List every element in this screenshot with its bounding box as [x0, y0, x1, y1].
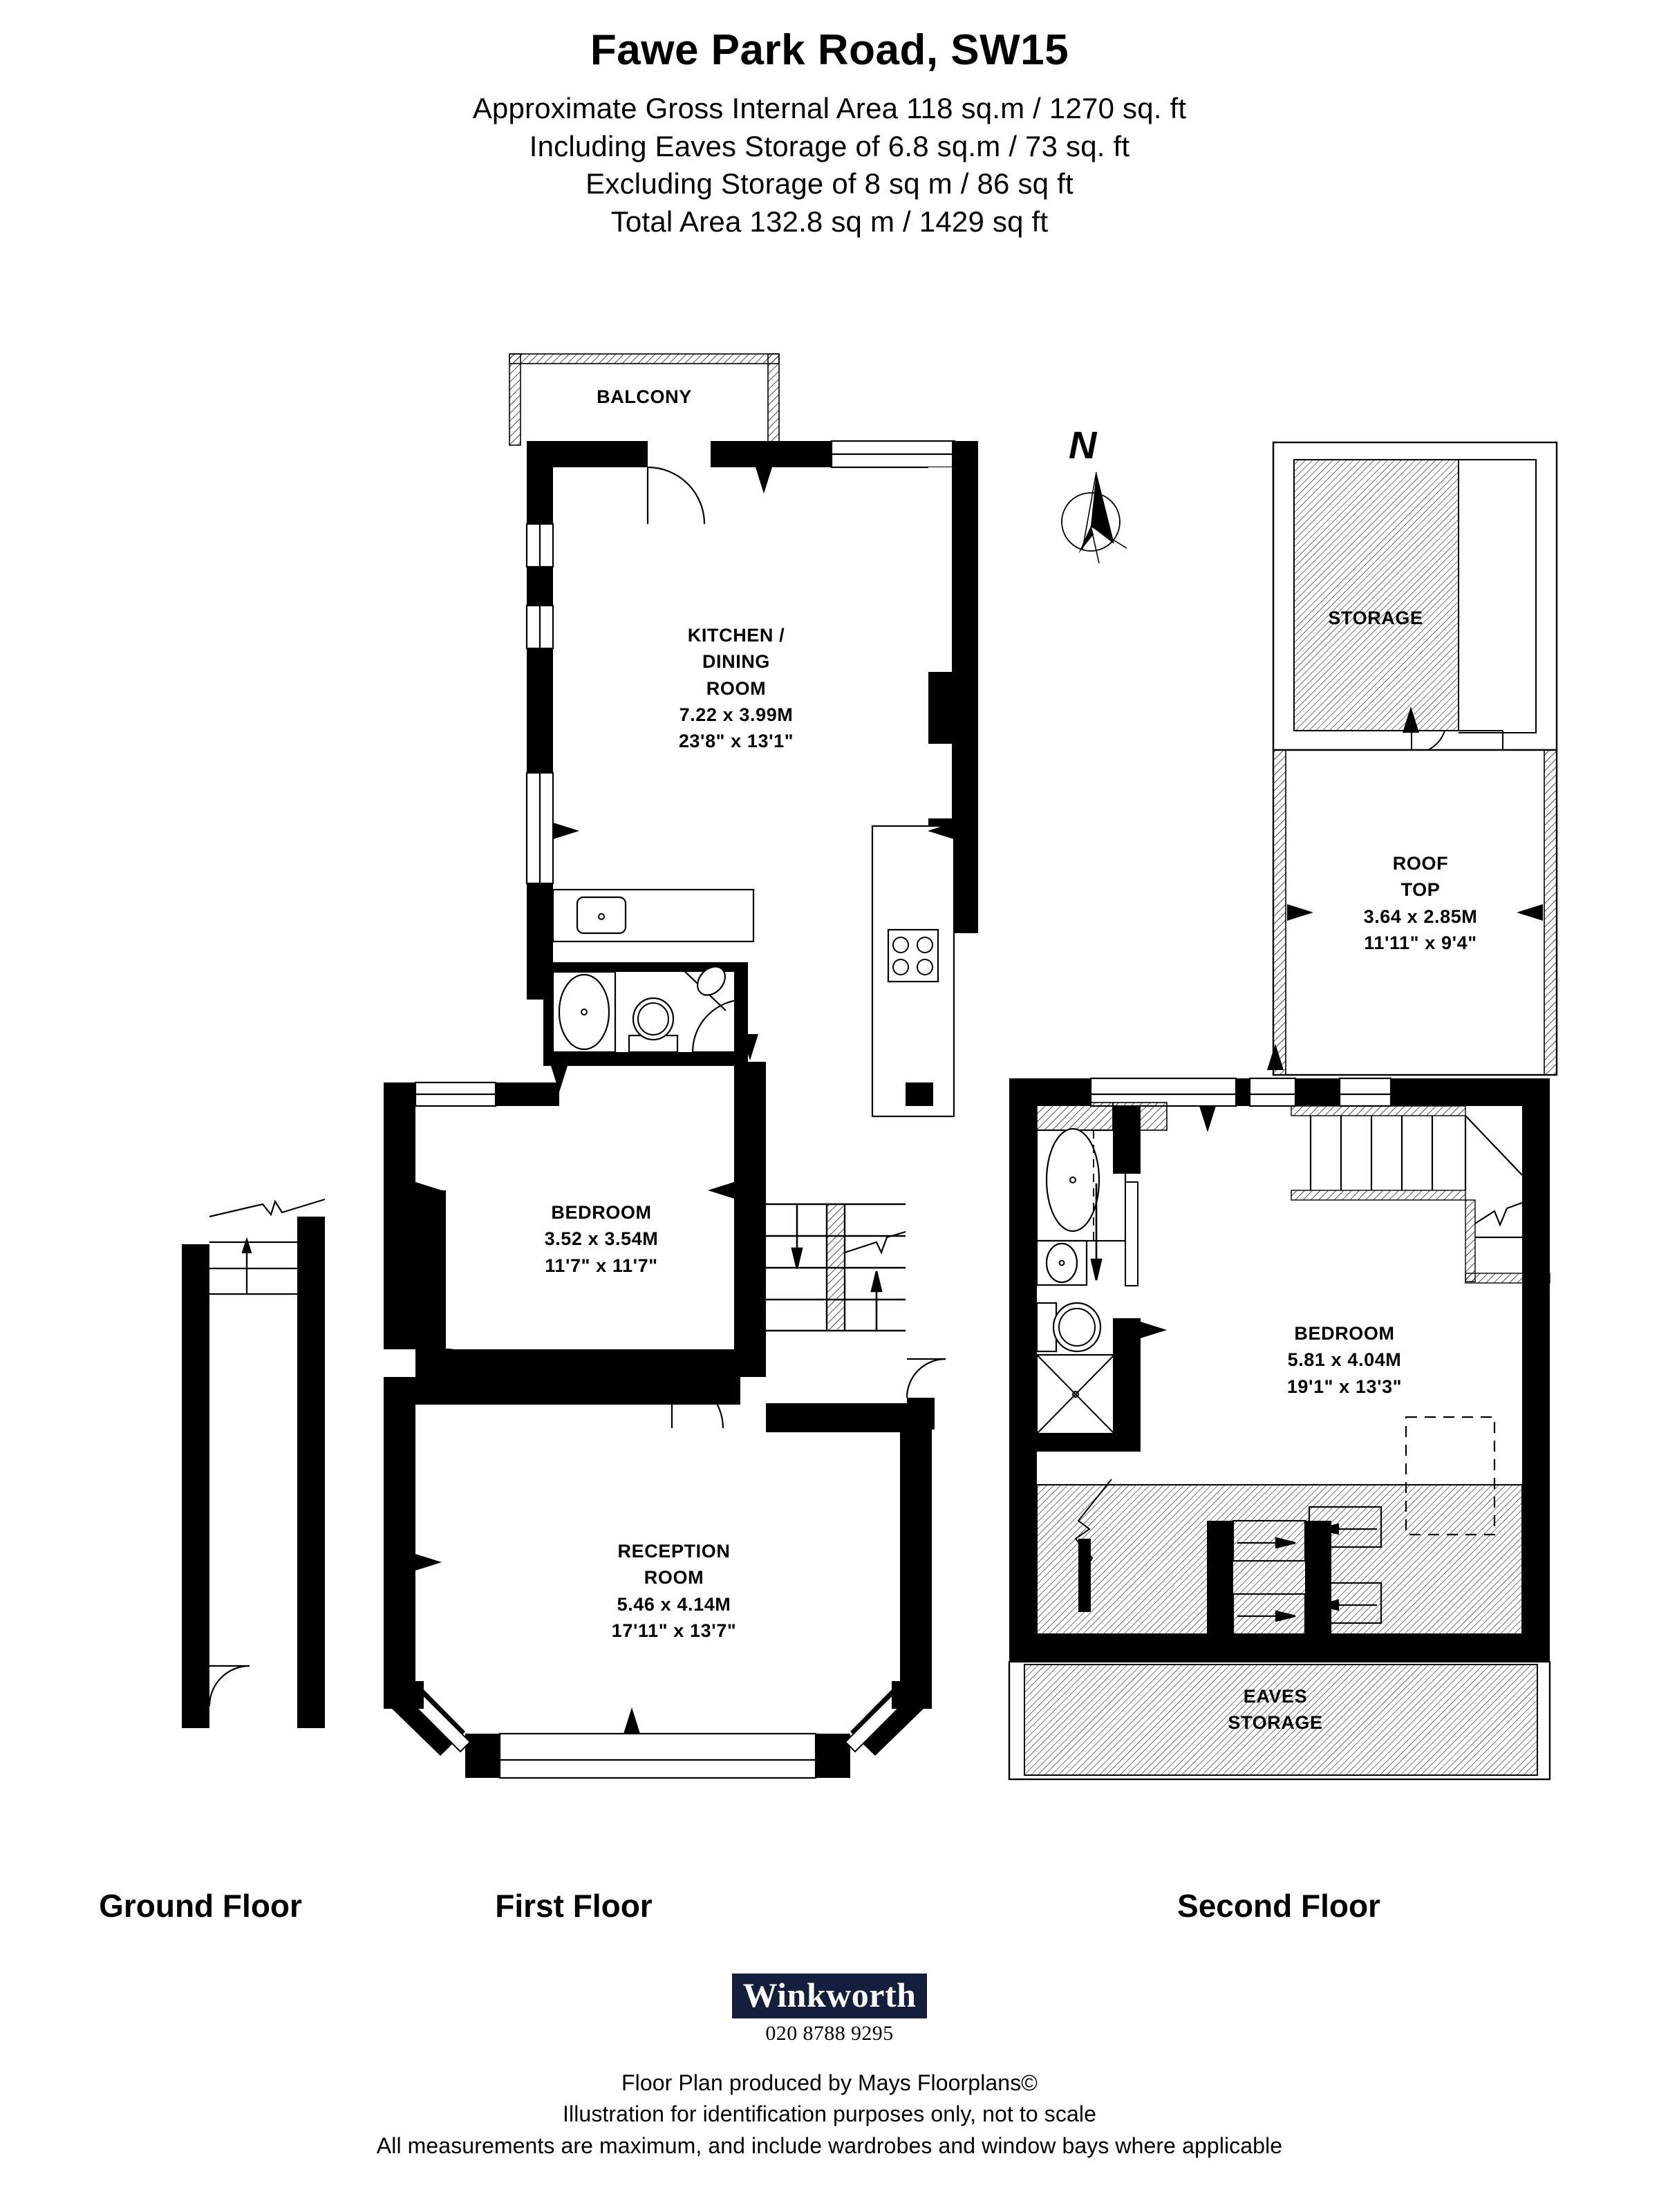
room-label-balcony: BALCONY [575, 384, 713, 410]
agent-phone: 020 8788 9295 [765, 2022, 894, 2045]
compass-rose: N [1037, 423, 1161, 598]
disclaimer-line-scale: Illustration for identification purposes… [563, 2101, 1096, 2127]
eaves-name-2: STORAGE [1228, 1712, 1323, 1734]
kitchen-name-1: KITCHEN / [687, 625, 785, 646]
area-line-excluding: Excluding Storage of 8 sq m / 86 sq ft [585, 167, 1074, 200]
storage-name: STORAGE [1328, 608, 1423, 628]
room-label-bedroom-second: BEDROOM 5.81 x 4.04M 19'1" x 13'3" [1251, 1320, 1438, 1400]
dimension-ticks-2f [1141, 706, 1550, 1638]
kitchen-name-3: ROOM [706, 677, 767, 699]
room-label-roof-top: ROOF TOP 3.64 x 2.85M 11'11" x 9'4" [1327, 850, 1514, 956]
floor-label-first: First Floor [495, 1888, 653, 1924]
balcony-outline [509, 353, 780, 446]
room-label-kitchen-dining: KITCHEN / DINING ROOM 7.22 x 3.99M 23'8"… [643, 622, 830, 755]
bedroom2-dim-imperial: 19'1" x 13'3" [1286, 1376, 1403, 1397]
bedroom1-name: BEDROOM [551, 1202, 652, 1223]
compass-north-label: N [1069, 423, 1097, 467]
area-line-eaves: Including Eaves Storage of 6.8 sq.m / 73… [529, 129, 1130, 162]
reception-dim-imperial: 17'11" x 13'7" [611, 1620, 737, 1641]
room-label-storage: STORAGE [1306, 605, 1445, 631]
bedroom1-dim-imperial: 11'7" x 11'7" [545, 1255, 658, 1276]
room-label-bedroom-first: BEDROOM 3.52 x 3.54M 11'7" x 11'7" [508, 1199, 695, 1279]
ground-floor-plan [182, 1198, 326, 1728]
balcony-name: BALCONY [597, 386, 692, 407]
kitchen-name-2: DINING [702, 651, 771, 673]
kitchen-dim-metric: 7.22 x 3.99M [679, 704, 794, 725]
rooftop-name-1: ROOF [1392, 853, 1449, 874]
floor-label-ground: Ground Floor [99, 1888, 302, 1924]
header: Fawe Park Road, SW15 Approximate Gross I… [0, 0, 1659, 241]
room-label-reception: RECEPTION ROOM 5.46 x 4.14M 17'11" x 13'… [581, 1538, 767, 1644]
area-summary: Approximate Gross Internal Area 118 sq.m… [0, 90, 1659, 241]
second-floor-plan [1008, 441, 1558, 1781]
floor-label-second: Second Floor [1177, 1888, 1380, 1924]
area-line-total: Total Area 132.8 sq m / 1429 sq ft [610, 205, 1049, 238]
disclaimer: Floor Plan produced by Mays Floorplans© … [0, 2068, 1659, 2162]
eaves-name-1: EAVES [1243, 1686, 1308, 1707]
page-title: Fawe Park Road, SW15 [590, 26, 1069, 74]
disclaimer-line-producer: Floor Plan produced by Mays Floorplans© [621, 2070, 1038, 2095]
footer: Winkworth 020 8788 9295 Floor Plan produ… [0, 1974, 1659, 2162]
bedroom2-name: BEDROOM [1294, 1323, 1395, 1344]
rooftop-dim-metric: 3.64 x 2.85M [1363, 906, 1478, 927]
first-floor-plan [384, 353, 978, 1779]
reception-name-2: ROOM [644, 1567, 704, 1588]
dimension-ticks [415, 467, 954, 1734]
reception-name-1: RECEPTION [617, 1541, 731, 1562]
bedroom2-dim-metric: 5.81 x 4.04M [1287, 1349, 1402, 1371]
winkworth-logo: Winkworth [731, 1974, 928, 2018]
bedroom1-dim-metric: 3.52 x 3.54M [544, 1228, 659, 1250]
rooftop-name-2: TOP [1400, 879, 1441, 901]
area-line-gross: Approximate Gross Internal Area 118 sq.m… [472, 92, 1187, 124]
rooftop-dim-imperial: 11'11" x 9'4" [1364, 932, 1477, 953]
room-label-eaves-storage: EAVES STORAGE [1189, 1683, 1362, 1736]
kitchen-dim-imperial: 23'8" x 13'1" [678, 731, 794, 752]
compass-needle-icon [1061, 471, 1127, 564]
disclaimer-line-measure: All measurements are maximum, and includ… [376, 2133, 1283, 2158]
reception-dim-metric: 5.46 x 4.14M [617, 1593, 731, 1615]
